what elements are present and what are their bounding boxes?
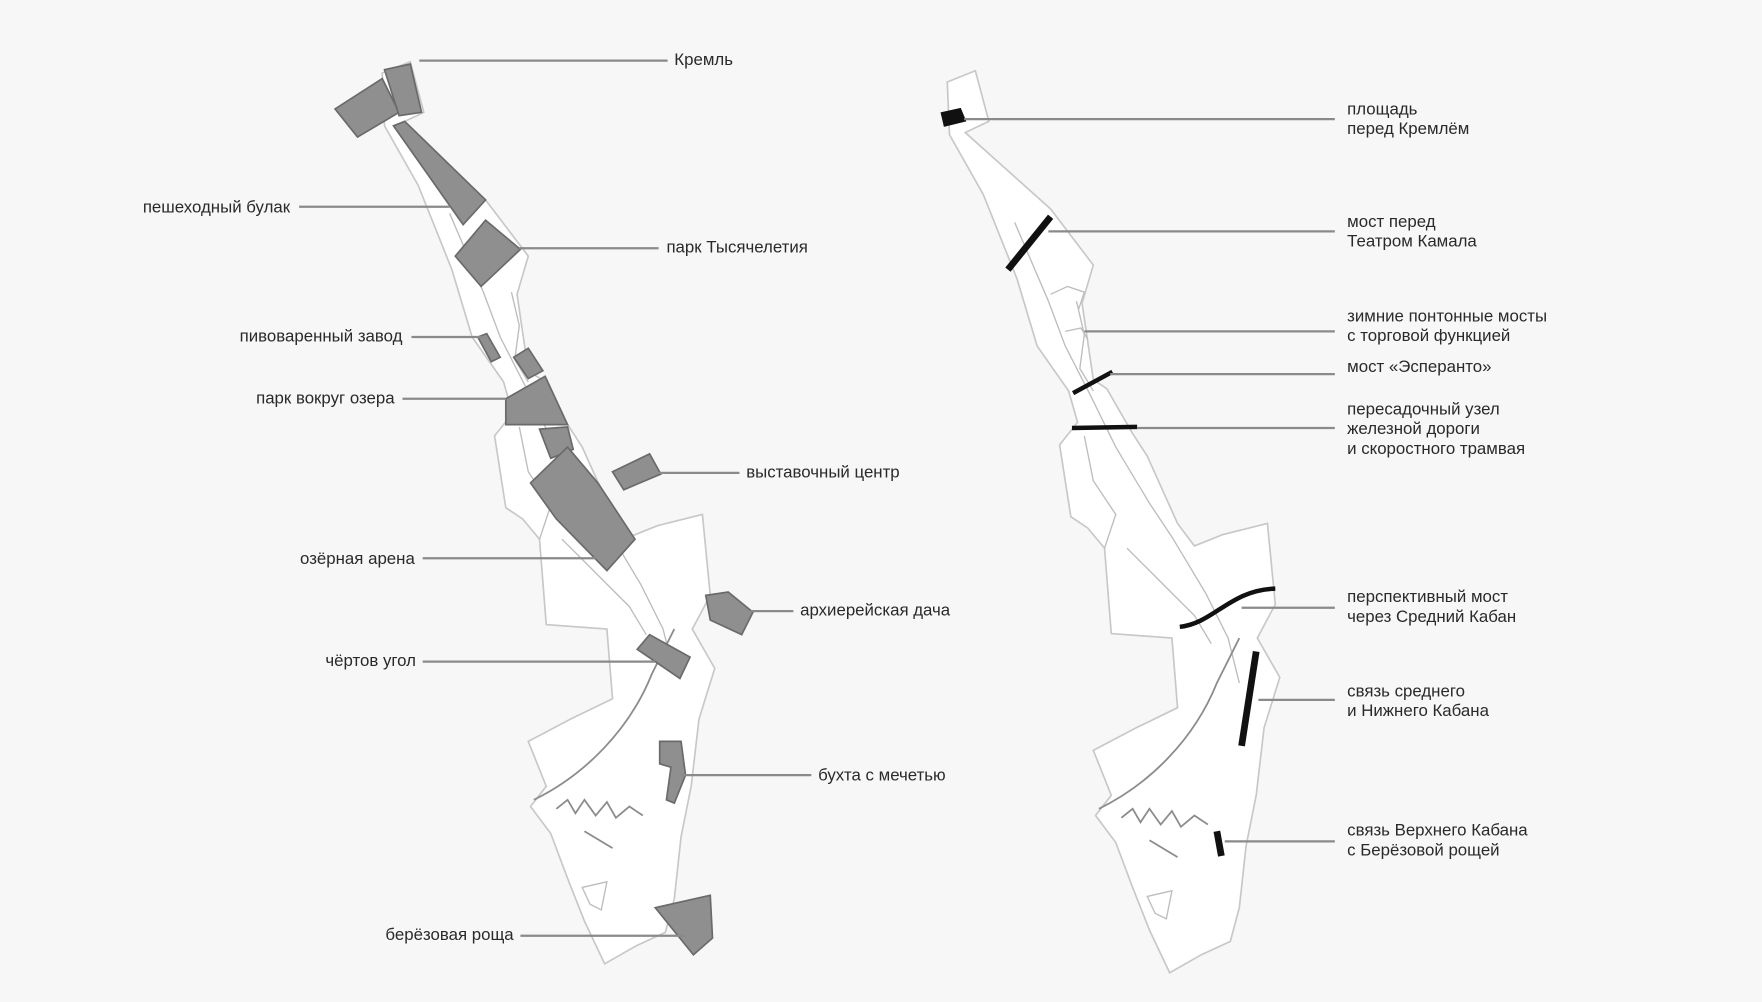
- link-upper-kaban-grove: [1213, 830, 1225, 857]
- link-middle-lower-kaban: [1238, 651, 1260, 747]
- label-mosque-bay: бухта с мечетью: [818, 766, 946, 785]
- zone-mosque-bay: [658, 740, 687, 805]
- zone-lake-park-north: [512, 347, 545, 380]
- bridge-pontoon: [1050, 285, 1089, 340]
- label-exhibition-center: выставочный центр: [746, 462, 899, 481]
- zone-lake-park: [504, 375, 569, 426]
- bridge-kremlin-square: [940, 107, 967, 127]
- label-devils-corner: чёртов угол: [325, 651, 416, 670]
- label-kremlin: Кремль: [674, 50, 733, 69]
- label-esperanto-bridge: мост «Эсперанто»: [1347, 357, 1491, 376]
- bridge-kamal-theatre: [1005, 214, 1054, 272]
- label-birch-grove: берёзовая роща: [385, 925, 514, 944]
- bridges: [940, 107, 1276, 857]
- bridge-esperanto: [1072, 369, 1114, 396]
- label-lake-arena: озёрная арена: [300, 549, 415, 568]
- right-basemap: [946, 69, 1281, 974]
- zone-pedestrian-bulak: [392, 120, 487, 227]
- zone-exhibition-center: [611, 452, 663, 491]
- right-leaders: [964, 117, 1335, 843]
- bridge-middle-kaban: [1179, 586, 1276, 630]
- zone-bishop-dacha: [704, 591, 754, 636]
- left-map: Кремль пешеходный булак парк Тысячелетия…: [143, 50, 951, 965]
- label-bishop-dacha: архиерейская дача: [800, 601, 951, 620]
- zone-kremlin-2: [383, 63, 423, 117]
- bridge-transport-hub: [1071, 424, 1138, 431]
- zone-lake-arena: [529, 445, 637, 572]
- label-brewery: пивоваренный завод: [240, 326, 403, 345]
- zone-brewery: [476, 332, 502, 363]
- left-basemap: [381, 60, 716, 965]
- left-leaders: [299, 59, 812, 937]
- left-labels: Кремль пешеходный булак парк Тысячелетия…: [143, 50, 951, 944]
- zone-birch-grove: [653, 894, 714, 957]
- label-millennium-park: парк Тысячелетия: [666, 238, 807, 257]
- label-pedestrian-bulak: пешеходный булак: [143, 197, 291, 216]
- label-lake-park: парк вокруг озера: [256, 388, 395, 407]
- zones: [333, 63, 754, 957]
- zone-devils-corner: [635, 633, 692, 680]
